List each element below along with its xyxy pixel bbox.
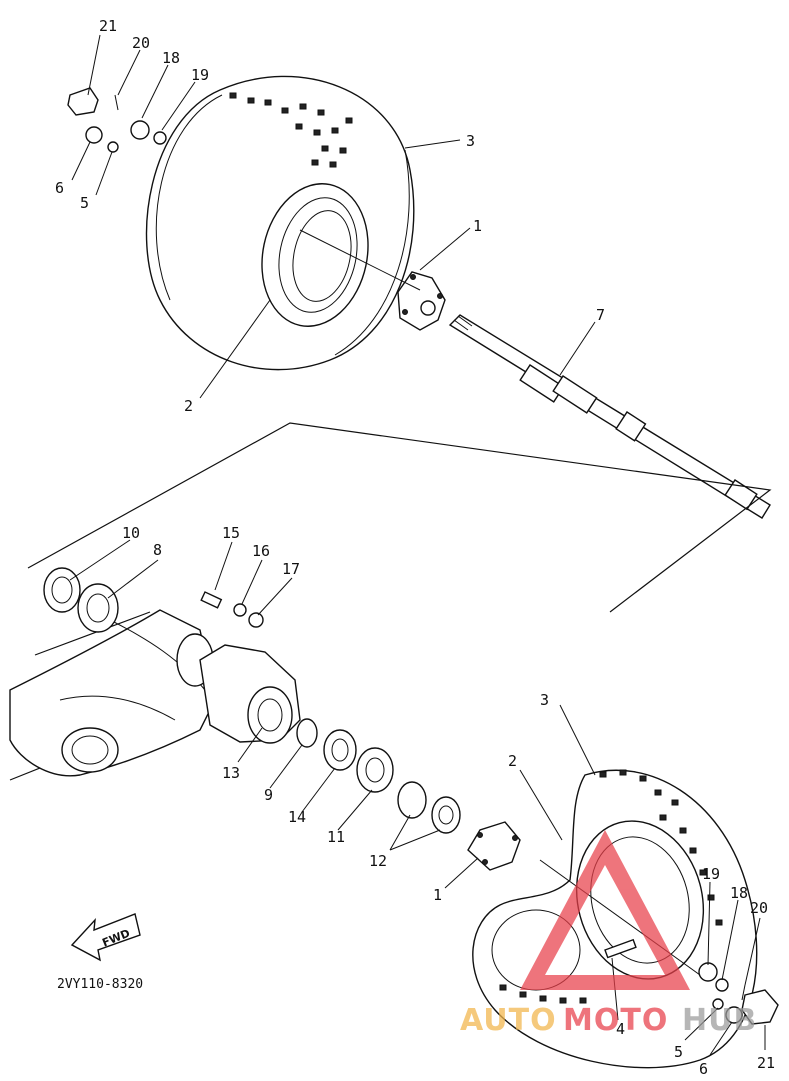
leaders-upper <box>71 34 596 399</box>
callout-3-upper: 3 <box>466 132 475 150</box>
fwd-arrow: FWD <box>70 913 141 962</box>
assembly-outline <box>27 422 772 613</box>
hub-upper <box>397 271 446 331</box>
callout-3-lower: 3 <box>540 691 549 709</box>
callout-15: 15 <box>222 524 240 542</box>
tire-lower-tread <box>499 769 723 1004</box>
diagram-code: 2VY110-8320 <box>57 977 143 992</box>
bearing-housing <box>199 644 301 744</box>
callout-20-upper: 20 <box>132 34 150 52</box>
rim-upper <box>261 183 369 327</box>
callout-2-upper: 2 <box>184 397 193 415</box>
callout-20-lower: 20 <box>750 899 768 917</box>
tire-upper-tread <box>229 92 353 168</box>
callout-7: 7 <box>596 306 605 324</box>
watermark-triangle-icon <box>520 830 690 990</box>
callout-19-lower: 19 <box>702 865 720 883</box>
callout-10: 10 <box>122 524 140 542</box>
watermark-hub: HUB <box>682 1003 757 1038</box>
watermark-auto: AUTO <box>460 1003 557 1038</box>
callout-5-upper: 5 <box>80 194 89 212</box>
bolt-nut-set <box>200 591 264 628</box>
callout-1-lower: 1 <box>433 886 442 904</box>
swing-arm <box>9 609 216 777</box>
callout-4: 4 <box>616 1020 625 1038</box>
callout-18-upper: 18 <box>162 49 180 67</box>
hub-lower <box>467 821 521 871</box>
callout-18-lower: 18 <box>730 884 748 902</box>
hardware-upper <box>67 87 167 153</box>
callout-13: 13 <box>222 764 240 782</box>
callout-19-upper: 19 <box>191 66 209 84</box>
axle <box>448 314 771 519</box>
stud-4 <box>604 938 637 959</box>
callout-6-upper: 6 <box>55 179 64 197</box>
bearing-14 <box>323 729 357 771</box>
callout-21-upper: 21 <box>99 17 117 35</box>
watermark: AUTO MOTO HUB <box>460 830 757 1038</box>
callout-11: 11 <box>327 828 345 846</box>
callout-12: 12 <box>369 852 387 870</box>
hardware-lower <box>698 962 779 1025</box>
bearing-8 <box>77 583 119 633</box>
callout-17: 17 <box>282 560 300 578</box>
bearing-11 <box>356 747 394 793</box>
watermark-moto: MOTO <box>563 1003 668 1038</box>
callout-5-lower: 5 <box>674 1043 683 1061</box>
leaders-lower <box>444 704 766 1056</box>
callout-14: 14 <box>288 808 306 826</box>
spacer-9 <box>296 718 318 748</box>
callout-9: 9 <box>264 786 273 804</box>
leaders-middle <box>69 539 441 851</box>
callout-16: 16 <box>252 542 270 560</box>
callout-numbers: 21 20 18 19 6 5 3 1 2 7 10 8 15 16 17 13… <box>55 17 775 1078</box>
collar-12 <box>397 781 461 834</box>
seal-10 <box>43 567 81 613</box>
callout-1-upper: 1 <box>473 217 482 235</box>
callout-21-lower: 21 <box>757 1054 775 1072</box>
callout-6-lower: 6 <box>699 1060 708 1078</box>
callout-2-lower: 2 <box>508 752 517 770</box>
callout-8: 8 <box>153 541 162 559</box>
